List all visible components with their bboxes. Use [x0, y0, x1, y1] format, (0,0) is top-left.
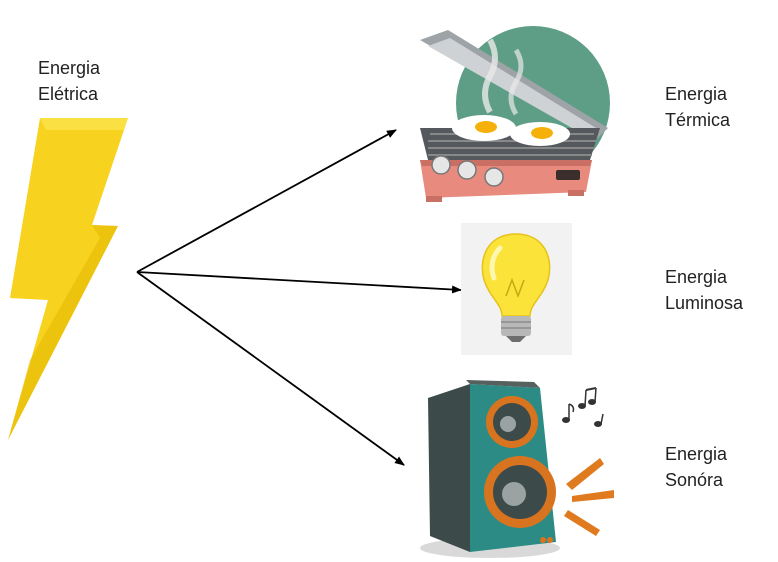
arrow-to-sonora [136, 271, 405, 466]
label-line2: Luminosa [665, 293, 744, 313]
label-line1: Energia [665, 267, 728, 287]
label-line1: Energia [665, 84, 728, 104]
label-line1: Energia [38, 58, 101, 78]
lightning-bolt-icon [8, 118, 128, 440]
label-line2: Elétrica [38, 84, 99, 104]
label-energia-sonora: Energia Sonóra [665, 441, 727, 493]
label-energia-eletrica: Energia Elétrica [38, 55, 100, 107]
label-energia-luminosa: Energia Luminosa [665, 264, 743, 316]
arrow-to-luminosa [136, 271, 462, 294]
light-bulb-icon [461, 223, 572, 355]
grill-icon [420, 26, 610, 202]
label-energia-termica: Energia Térmica [665, 81, 730, 133]
label-line1: Energia [665, 444, 728, 464]
arrows [136, 129, 462, 466]
music-notes-icon [562, 387, 604, 427]
arrow-to-termica [136, 129, 397, 273]
label-line2: Sonóra [665, 470, 724, 490]
label-line2: Térmica [665, 110, 731, 130]
sound-waves [564, 458, 614, 536]
speaker-icon [420, 380, 614, 558]
